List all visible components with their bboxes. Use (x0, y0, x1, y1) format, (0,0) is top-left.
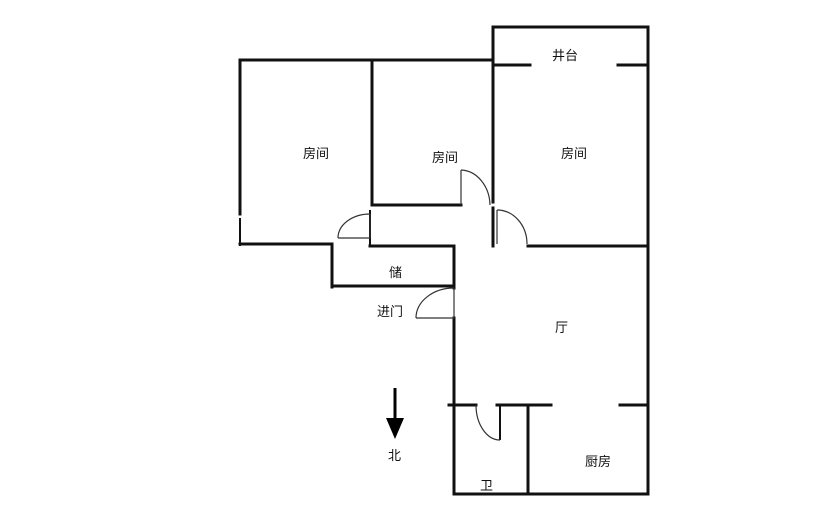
storage-label: 储 (389, 266, 402, 281)
north-arrow-icon (386, 388, 404, 439)
walls-right-room (491, 25, 650, 496)
room-label-middle: 房间 (432, 150, 458, 166)
door-left-room (337, 213, 371, 239)
door-bathroom (475, 404, 501, 441)
door-right-room (496, 209, 528, 245)
entrance-label: 进门 (377, 305, 403, 320)
door-middle-room (460, 169, 491, 206)
walls-middle-room (370, 25, 495, 248)
kitchen-label: 厨房 (585, 454, 611, 470)
walls-storage (330, 242, 456, 290)
room-label-left: 房间 (303, 146, 329, 162)
door-entrance (415, 287, 455, 319)
bathroom-label: 卫 (480, 479, 493, 494)
walls-lower (447, 316, 650, 496)
room-label-right: 房间 (561, 146, 587, 162)
living-room-label: 厅 (555, 321, 568, 336)
balcony-label: 井台 (552, 49, 578, 64)
north-label: 北 (388, 449, 401, 464)
